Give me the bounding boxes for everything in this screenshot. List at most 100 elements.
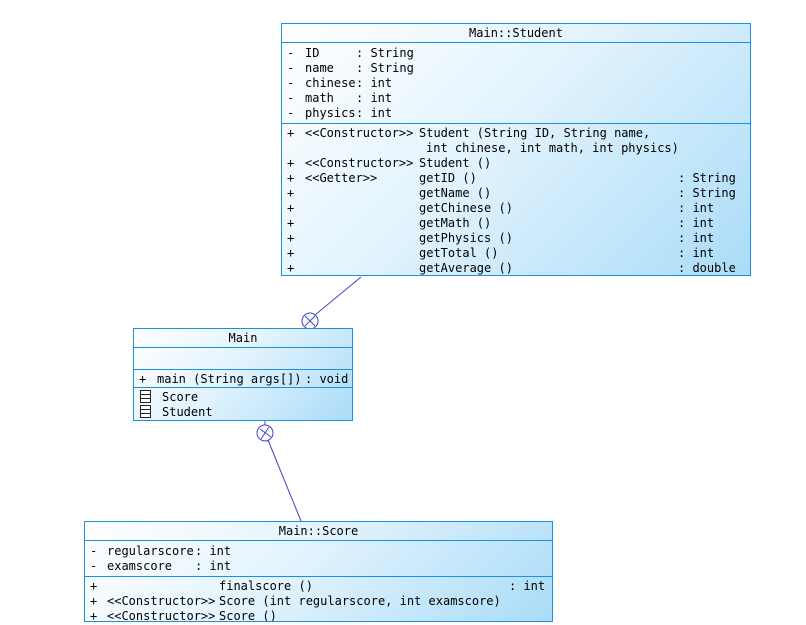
field-row[interactable]: -examscore: int bbox=[85, 559, 552, 574]
field-name: math bbox=[305, 91, 334, 105]
field-type: : int bbox=[356, 106, 393, 120]
method-row[interactable]: + getMath () : int bbox=[282, 216, 750, 231]
method-visibility: + bbox=[287, 246, 295, 260]
method-return-type: : double bbox=[678, 261, 736, 275]
class-box-main-score[interactable]: Main::Score -regularscore: int-examscore… bbox=[84, 521, 553, 622]
field-name: examscore bbox=[107, 559, 173, 573]
methods-compartment: + finalscore () : int + <<Constructor>>Score… bbox=[85, 577, 552, 622]
class-title[interactable]: Main::Score bbox=[85, 522, 552, 541]
field-type: : int bbox=[195, 544, 232, 558]
field-type: : int bbox=[356, 76, 393, 90]
method-visibility: + bbox=[287, 201, 295, 215]
method-row[interactable]: +getPhysics (): int bbox=[282, 231, 750, 246]
method-signature: Student () bbox=[419, 156, 492, 170]
method-visibility: + bbox=[90, 579, 98, 593]
method-stereotype: <<Constructor>> bbox=[305, 156, 414, 170]
method-return-type: : int bbox=[678, 201, 715, 215]
method-row[interactable]: + getTotal () : int bbox=[282, 246, 750, 261]
method-row[interactable]: +getName (): String bbox=[282, 186, 750, 201]
inner-class-item[interactable]: Student bbox=[134, 405, 352, 420]
containment-connector-student-main[interactable] bbox=[301, 276, 362, 330]
inner-class-name: Student bbox=[162, 405, 213, 419]
method-return-type: : int bbox=[678, 216, 715, 230]
fields-compartment: -ID: String-name: String-chinese: int-ma… bbox=[282, 43, 750, 124]
method-signature: getChinese () bbox=[419, 201, 513, 215]
field-visibility: - bbox=[287, 76, 295, 90]
field-type: : String bbox=[356, 61, 414, 75]
field-visibility: - bbox=[287, 91, 295, 105]
method-return-type: : int bbox=[678, 246, 715, 260]
method-stereotype: <<Getter>> bbox=[305, 171, 378, 185]
method-row[interactable]: + <<Constructor>>Score () bbox=[85, 609, 552, 622]
fields-compartment: -regularscore: int-examscore : int bbox=[85, 541, 552, 577]
method-row[interactable]: + <<Constructor>> Student (String ID, Stri… bbox=[282, 126, 750, 141]
method-visibility: + bbox=[287, 261, 295, 275]
method-visibility: + bbox=[90, 594, 98, 608]
field-name: ID bbox=[305, 46, 320, 60]
field-row[interactable]: -regularscore: int bbox=[85, 544, 552, 559]
class-box-main-student[interactable]: Main::Student -ID: String-name: String-c… bbox=[281, 23, 751, 276]
method-return-type: : String bbox=[678, 171, 736, 185]
method-visibility: + bbox=[287, 216, 295, 230]
containment-connector-main-score[interactable] bbox=[256, 421, 302, 522]
method-row-continuation[interactable]: int chinese, int math, int physics) bbox=[282, 141, 750, 156]
method-visibility: + bbox=[287, 231, 295, 245]
field-row[interactable]: -math: int bbox=[282, 91, 750, 106]
field-visibility: - bbox=[287, 46, 295, 60]
method-signature: getID () bbox=[419, 171, 477, 185]
field-type: : int bbox=[195, 559, 232, 573]
method-row[interactable]: + <<Constructor>> Student () bbox=[282, 156, 750, 171]
field-type: : String bbox=[356, 46, 414, 60]
method-visibility: + bbox=[287, 126, 295, 140]
containment-cross-icon bbox=[304, 315, 316, 327]
method-return-type: : int bbox=[509, 579, 546, 593]
class-title[interactable]: Main bbox=[134, 329, 352, 348]
method-visibility: + bbox=[287, 186, 295, 200]
class-icon bbox=[140, 390, 151, 403]
method-visibility: + bbox=[139, 372, 147, 386]
field-name: chinese bbox=[305, 76, 356, 90]
method-row[interactable]: + main (String args[]): void bbox=[134, 372, 352, 387]
inner-class-name: Score bbox=[162, 390, 199, 404]
field-name: name bbox=[305, 61, 334, 75]
method-stereotype: <<Constructor>> bbox=[107, 609, 216, 622]
field-row[interactable]: -chinese: int bbox=[282, 76, 750, 91]
method-signature: getPhysics () bbox=[419, 231, 513, 245]
method-signature: getMath () bbox=[419, 216, 492, 230]
field-name: regularscore bbox=[107, 544, 194, 558]
methods-compartment: + <<Constructor>> Student (String ID, Stri… bbox=[282, 124, 750, 275]
method-row[interactable]: + <<Constructor>>Score (int regularscore,… bbox=[85, 594, 552, 609]
method-stereotype: <<Constructor>> bbox=[305, 126, 414, 140]
method-signature: Score () bbox=[219, 609, 277, 622]
containment-cross-icon bbox=[260, 426, 270, 440]
class-icon bbox=[140, 405, 151, 418]
method-return-type: : void bbox=[305, 372, 349, 386]
method-row[interactable]: + getAverage () : double bbox=[282, 261, 750, 275]
method-signature: Student (String ID, String name, bbox=[419, 126, 651, 140]
method-row[interactable]: + finalscore () : int bbox=[85, 579, 552, 594]
field-row[interactable]: -physics: int bbox=[282, 106, 750, 121]
class-title[interactable]: Main::Student bbox=[282, 24, 750, 43]
method-row[interactable]: + getChinese () : int bbox=[282, 201, 750, 216]
method-signature: Score (int regularscore, int examscore) bbox=[219, 594, 501, 608]
field-name: physics bbox=[305, 106, 356, 120]
method-signature: getAverage () bbox=[419, 261, 513, 275]
method-signature: main (String args[]) bbox=[157, 372, 302, 386]
field-row[interactable]: -ID : String bbox=[282, 46, 750, 61]
field-row[interactable]: -name: String bbox=[282, 61, 750, 76]
inner-class-item[interactable]: Score bbox=[134, 390, 352, 405]
method-visibility: + bbox=[90, 609, 98, 622]
field-visibility: - bbox=[90, 544, 98, 558]
fields-compartment-empty bbox=[134, 348, 352, 370]
method-visibility: + bbox=[287, 156, 295, 170]
connector-line bbox=[314, 276, 362, 316]
method-row[interactable]: +<<Getter>>getID (): String bbox=[282, 171, 750, 186]
method-signature: getTotal () bbox=[419, 246, 499, 260]
method-signature: finalscore () bbox=[219, 579, 313, 593]
methods-compartment: + main (String args[]): void bbox=[134, 370, 352, 388]
method-stereotype: <<Constructor>> bbox=[107, 594, 216, 608]
